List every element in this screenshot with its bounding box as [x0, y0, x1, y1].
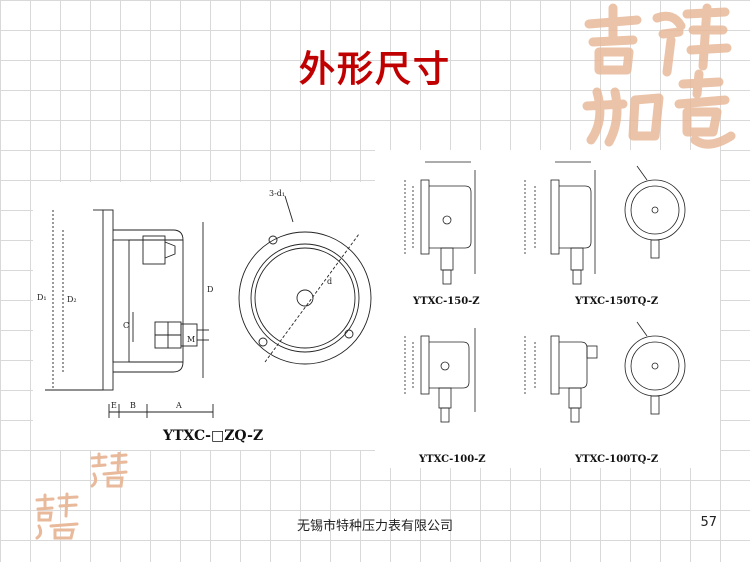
dim-b: B	[130, 401, 136, 410]
page-number: 57	[700, 515, 717, 530]
footer-company: 无锡市特种压力表有限公司	[296, 519, 453, 534]
caption-ytxc-150tq-z: YTXC-150TQ-Z	[574, 296, 658, 307]
watermark-logo-icon	[90, 452, 128, 488]
main-caption: YTXC-□ZQ-Z	[162, 428, 263, 444]
dim-d1: D₁	[37, 293, 47, 302]
main-drawing-panel: D₁ D₂ D C M E B A 3-d₁ d YTXC-□ZQ-Z	[33, 182, 375, 450]
main-drawing: D₁ D₂ D C M E B A 3-d₁ d YTXC-□ZQ-Z	[37, 189, 372, 444]
dim-holes: 3-d₁	[269, 189, 285, 198]
small-drawings: YTXC-150-Z YTXC-150TQ-Z YTXC-100-Z YTXC-…	[404, 161, 686, 465]
dim-d2: D₂	[67, 295, 77, 304]
dim-a: A	[175, 401, 182, 410]
calligraphy-logo-icon	[582, 3, 736, 149]
dim-m: M	[187, 335, 195, 344]
caption-ytxc-100-z: YTXC-100-Z	[418, 454, 486, 465]
slide-title: 外形尺寸	[298, 49, 451, 90]
caption-ytxc-150-z: YTXC-150-Z	[412, 296, 480, 307]
dim-e: E	[111, 401, 117, 410]
caption-ytxc-100tq-z: YTXC-100TQ-Z	[574, 454, 658, 465]
dim-c: C	[123, 321, 129, 330]
dim-d: D	[207, 285, 213, 294]
small-logo-icon	[35, 492, 79, 540]
dim-small-d: d	[327, 277, 332, 286]
small-drawings-panel: YTXC-150-Z YTXC-150TQ-Z YTXC-100-Z YTXC-…	[375, 150, 720, 468]
